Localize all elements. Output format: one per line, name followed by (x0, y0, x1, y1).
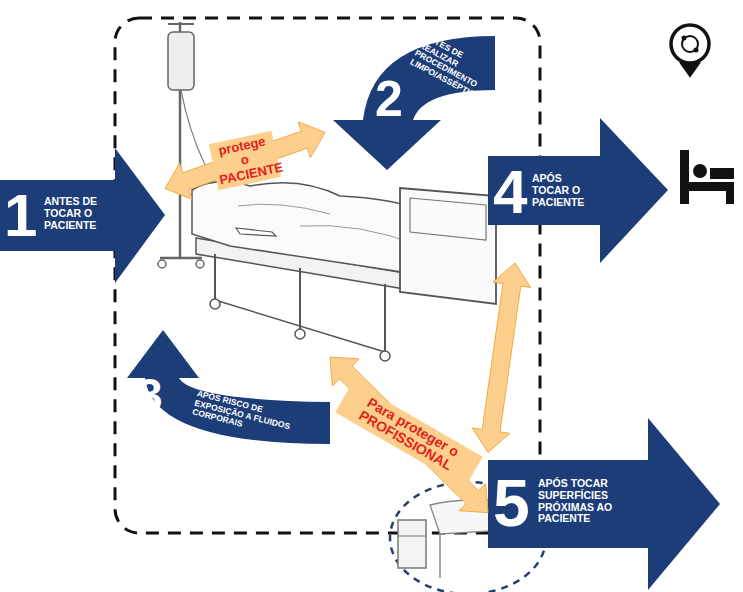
bedside-table (398, 520, 426, 568)
bed-icon (710, 168, 734, 179)
bed-leg (299, 268, 301, 330)
moment-number: 4 (493, 161, 533, 223)
wheel (196, 260, 204, 268)
moment-number: 2 (375, 74, 415, 124)
bed-leg (384, 284, 386, 352)
iv-hook (168, 23, 194, 25)
germ-icon (682, 36, 687, 41)
sheet-fold (238, 204, 420, 246)
germ-icon (694, 48, 699, 53)
moment-text: ANTES DE TOCAR O PACIENTE (44, 196, 114, 231)
moment-number: 1 (4, 186, 44, 246)
double-arrow (472, 263, 530, 452)
footboard-panel (410, 198, 486, 240)
double-arrow (165, 122, 325, 200)
arrow-outline (0, 148, 165, 283)
bed-rail (215, 300, 385, 352)
bed-icon (680, 150, 689, 204)
arrow-shape (325, 28, 495, 173)
bed-icon (693, 164, 707, 178)
patient-arm (236, 228, 276, 236)
wheel (158, 260, 166, 268)
moment-text: APÓS TOCAR SUPERFÍCIES PRÓXIMAS AO PACIE… (538, 478, 646, 525)
patient-zone (115, 18, 540, 533)
arrow-outline (127, 330, 330, 444)
moment-arrow: 4APÓS TOCAR O PACIENTE (488, 118, 668, 263)
double-arrow (330, 357, 488, 513)
iv-bag (168, 32, 194, 90)
wheel (210, 299, 220, 309)
bed-icon (726, 190, 734, 204)
arrow-outline (488, 118, 668, 263)
footboard (400, 188, 496, 304)
arrow-outline (488, 418, 720, 590)
moment-arrow: 5APÓS TOCAR SUPERFÍCIES PRÓXIMAS AO PACI… (488, 418, 720, 590)
small-bed-leg (439, 534, 441, 578)
germ-icon (682, 36, 698, 52)
bed-icon (680, 182, 734, 191)
moment-arrow: 1ANTES DE TOCAR O PACIENTE (0, 148, 165, 283)
moment-number: 3 (137, 372, 177, 418)
germ-icon (680, 62, 700, 76)
wheel (295, 329, 305, 339)
arrow-label: Para proteger o PROFISSIONAL (335, 382, 482, 487)
moment-arrow: 3APÓS RISCO DE EXPOSIÇÃO A FLUIDOS CORPO… (115, 318, 330, 448)
moment-arrow: 2ANTES DE REALIZAR PROCEDIMENTO LIMPO/AS… (325, 28, 495, 173)
iv-base (160, 257, 202, 260)
table-drawer (398, 536, 426, 537)
moment-number: 5 (493, 470, 537, 536)
moment-text: APÓS TOCAR O PACIENTE (532, 173, 600, 208)
bed-leg (214, 254, 216, 300)
wheel (380, 351, 390, 361)
germ-icon (671, 25, 709, 63)
arrow-label: protege o PACIENTE (209, 131, 281, 190)
